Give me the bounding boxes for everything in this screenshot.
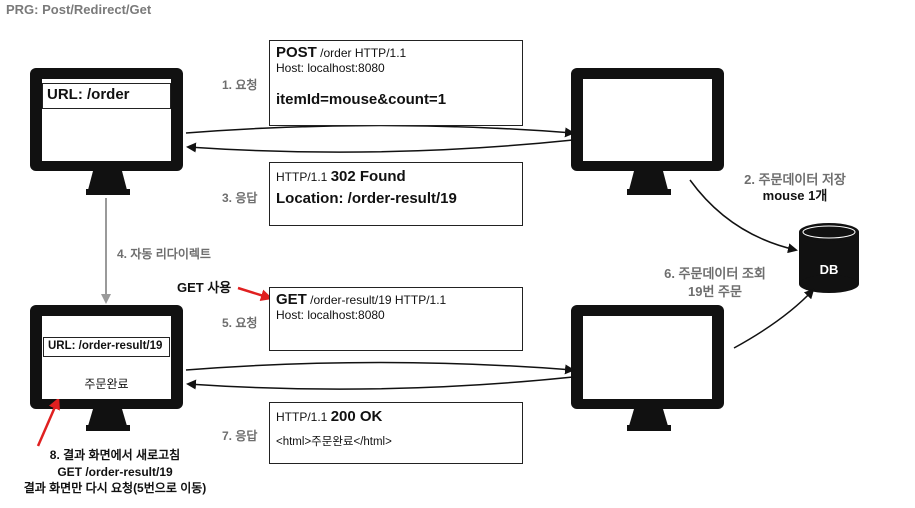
client-bottom-screen: URL: /order-result/19 주문완료 xyxy=(42,316,171,399)
response-3-status: 302 Found xyxy=(330,168,406,185)
diagram-title: PRG: Post/Redirect/Get xyxy=(6,2,152,17)
response-box-3: HTTP/1.1 302 Found Location: /order-resu… xyxy=(269,162,523,226)
step6-label: 6. 주문데이터 조회 19번 주문 xyxy=(650,265,780,300)
url-field-order-result: URL: /order-result/19 xyxy=(43,337,170,357)
step1-label: 1. 요청 xyxy=(222,78,258,92)
server-top-monitor xyxy=(571,68,724,195)
step8-line2: GET /order-result/19 xyxy=(57,464,173,479)
get-use-red-arrow xyxy=(237,286,273,302)
response-7-protocol: HTTP/1.1 xyxy=(276,410,331,424)
order-complete-text: 주문완료 xyxy=(84,377,129,391)
request-host-1: Host: localhost:8080 xyxy=(276,61,385,76)
request-line-1-rest: /order HTTP/1.1 xyxy=(316,46,407,60)
lookup-arrow-6 xyxy=(733,288,815,349)
step6-line1: 6. 주문데이터 조회 xyxy=(664,266,766,281)
response-arrow-7 xyxy=(186,376,574,390)
request-box-1: POST /order HTTP/1.1 Host: localhost:808… xyxy=(269,40,523,126)
get-use-label: GET 사용 xyxy=(177,280,232,295)
step8-label: 8. 결과 화면에서 새로고침 GET /order-result/19 결과 … xyxy=(0,447,230,497)
request-box-5: GET /order-result/19 HTTP/1.1 Host: loca… xyxy=(269,287,523,351)
request-body: itemId=mouse&count=1 xyxy=(276,91,447,109)
request-line-5-rest: /order-result/19 HTTP/1.1 xyxy=(306,293,447,307)
request-host-5: Host: localhost:8080 xyxy=(276,308,385,323)
server-bottom-monitor xyxy=(571,305,724,431)
response-3-protocol: HTTP/1.1 xyxy=(276,170,331,184)
step2-line2: mouse 1개 xyxy=(762,188,828,204)
step5-label: 5. 요청 xyxy=(222,316,258,330)
response-3-location: Location: /order-result/19 xyxy=(276,190,457,208)
request-arrow-1 xyxy=(185,124,575,138)
step8-line1: 8. 결과 화면에서 새로고침 xyxy=(49,448,181,462)
response-7-body: <html>주문완료</html> xyxy=(276,436,392,449)
step2-line1: 2. 주문데이터 저장 xyxy=(744,172,846,187)
database-cylinder xyxy=(799,223,859,293)
get-method: GET xyxy=(276,291,307,308)
step6-line2: 19번 주문 xyxy=(688,283,742,299)
request-arrow-5 xyxy=(185,361,575,375)
step2-label: 2. 주문데이터 저장 mouse 1개 xyxy=(730,172,860,205)
post-method: POST xyxy=(276,44,317,61)
save-arrow-2 xyxy=(689,179,798,254)
step8-line3: 결과 화면만 다시 요청(5번으로 이동) xyxy=(23,481,207,496)
response-7-status: 200 OK xyxy=(330,408,383,425)
step3-label: 3. 응답 xyxy=(222,191,258,205)
db-label: DB xyxy=(819,262,839,277)
client-top-screen: URL: /order xyxy=(42,79,171,161)
response-arrow-3 xyxy=(186,139,574,153)
step7-label: 7. 응답 xyxy=(222,429,258,443)
response-box-7: HTTP/1.1 200 OK <html>주문완료</html> xyxy=(269,402,523,464)
step4-label: 4. 자동 리다이렉트 xyxy=(117,247,211,261)
refresh-red-arrow xyxy=(36,397,60,447)
url-field-order: URL: /order xyxy=(42,83,171,109)
